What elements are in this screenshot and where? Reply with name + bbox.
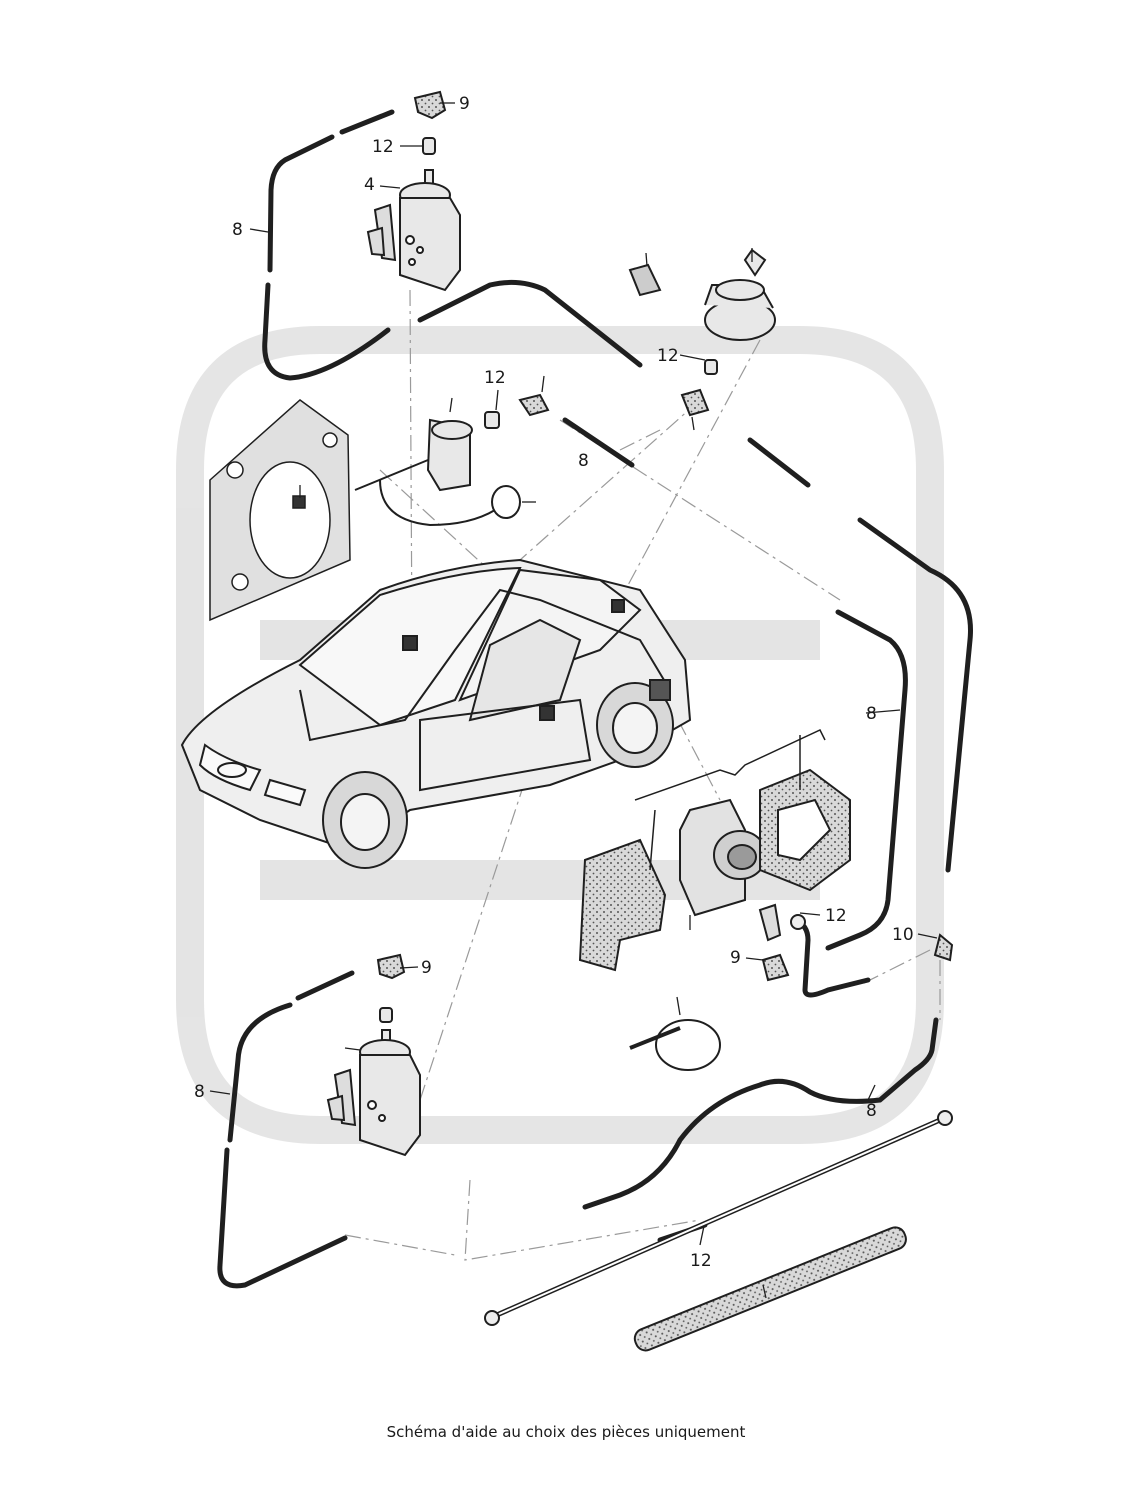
callout-8-bottom: 8 [866, 1101, 877, 1121]
callout-12-top: 12 [372, 137, 394, 157]
car [180, 558, 692, 869]
callout-12-right: 12 [657, 346, 679, 366]
callout-labels: 9 12 4 8 12 8 12 8 12 9 10 9 8 8 12 [194, 94, 914, 1271]
callout-9-pump: 9 [730, 948, 741, 968]
long-rod-bottom [484, 1110, 953, 1326]
callout-12-pump: 12 [825, 906, 847, 926]
fuel-flap-actuator [329, 393, 550, 527]
callout-10: 10 [892, 925, 914, 945]
vacuum-pump [578, 768, 954, 982]
callout-12-mid: 12 [484, 368, 506, 388]
callout-12-bottom: 12 [690, 1251, 712, 1271]
actuator-4-top [366, 90, 461, 292]
footer-caption: Schéma d'aide au choix des pièces unique… [386, 1423, 746, 1441]
callout-9-bottom: 9 [421, 958, 432, 978]
callout-9-top: 9 [459, 94, 470, 114]
callout-8-left-bottom: 8 [194, 1082, 205, 1102]
callout-4: 4 [364, 175, 375, 195]
cable-tie [629, 1019, 721, 1071]
bracket-lines [634, 729, 826, 871]
actuator-right-top [628, 248, 776, 417]
tick-callouts [299, 248, 767, 1299]
callout-8-right: 8 [866, 704, 877, 724]
callout-8-mid: 8 [578, 451, 589, 471]
callout-pointers [209, 102, 938, 1246]
foam-tube [633, 1226, 907, 1352]
actuator-bottom [326, 953, 421, 1157]
callout-8-left-top: 8 [232, 220, 243, 240]
fuel-filler-housing [209, 399, 351, 622]
